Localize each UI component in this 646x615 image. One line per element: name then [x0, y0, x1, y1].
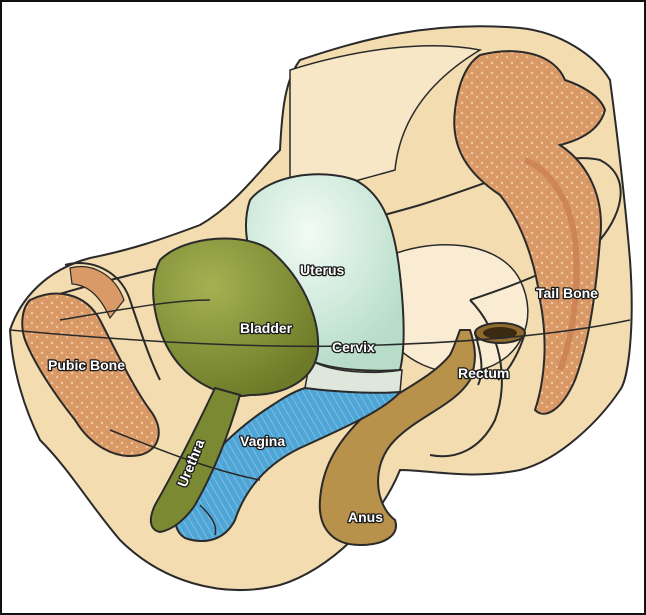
label-bladder: Bladder: [240, 320, 293, 336]
label-pubic-bone: Pubic Bone: [48, 357, 125, 373]
label-anus: Anus: [348, 509, 383, 525]
label-vagina: Vagina: [240, 433, 285, 449]
label-tail-bone: Tail Bone: [536, 285, 598, 301]
label-rectum: Rectum: [458, 365, 509, 381]
label-uterus: Uterus: [300, 262, 345, 278]
label-cervix: Cervix: [332, 339, 375, 355]
